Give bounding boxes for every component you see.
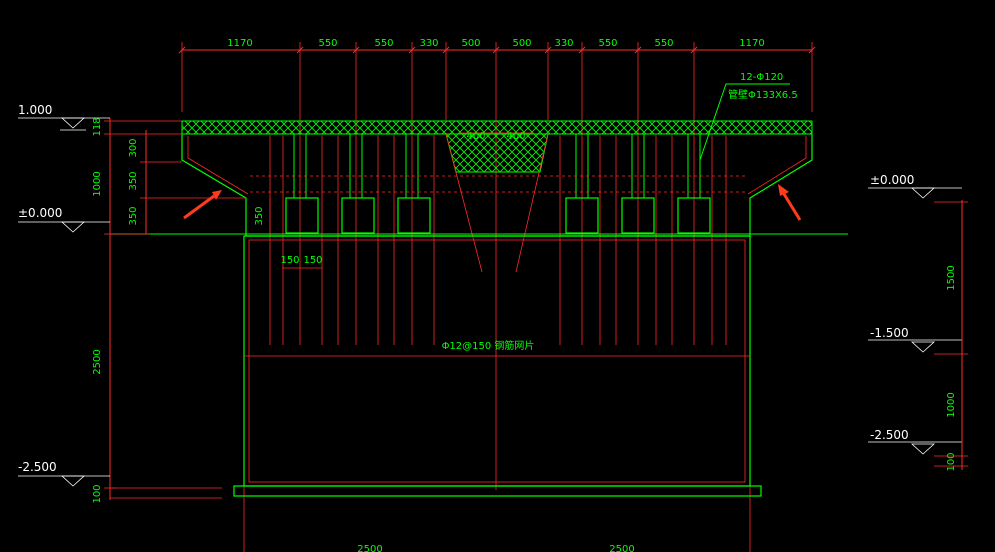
width-dim-2: 150 <box>303 255 322 266</box>
level-marker-right-2: -1.500 <box>868 326 962 353</box>
top-dim-10: 1170 <box>739 38 764 49</box>
mesh-note: Φ12@150 钢筋网片 <box>442 339 535 352</box>
base-slab <box>233 485 762 497</box>
top-dim-2: 550 <box>318 38 337 49</box>
top-slab-hatch <box>181 120 813 135</box>
top-dim-1: 1170 <box>227 38 252 49</box>
level-text-right-1: ±0.000 <box>870 173 914 187</box>
top-dim-5: 500 <box>461 38 480 49</box>
level-marker-right-3: -2.500 <box>868 428 962 455</box>
left-dim-118: 118 <box>92 117 103 136</box>
top-dim-3: 550 <box>374 38 393 49</box>
vertical-guide-lines <box>181 42 813 552</box>
pipe-note: 管壁Φ133X6.5 <box>728 88 798 101</box>
left-dim-350a: 350 <box>128 171 139 190</box>
level-text-left-2: ±0.000 <box>18 206 62 220</box>
recess-dim-left: 400 <box>466 131 485 142</box>
level-text-right-3: -2.500 <box>870 428 909 442</box>
rebar-dashed <box>250 175 746 193</box>
pile-note-leader: 12-Φ120 管壁Φ133X6.5 <box>699 72 798 161</box>
left-dim-350b: 350 <box>128 206 139 225</box>
foundation-box <box>243 235 751 487</box>
pile-count-note: 12-Φ120 <box>740 72 783 83</box>
top-dim-7: 330 <box>554 38 573 49</box>
left-dim-1000: 1000 <box>92 171 103 196</box>
level-marker-right-1: ±0.000 <box>868 173 962 199</box>
level-marker-left-2: ±0.000 <box>18 206 110 233</box>
pile-columns <box>293 134 701 198</box>
level-text-left-3: -2.500 <box>18 460 57 474</box>
top-dim-9: 550 <box>654 38 673 49</box>
left-dim-2500: 2500 <box>92 349 103 374</box>
level-text-right-2: -1.500 <box>870 326 909 340</box>
left-dimension-chain: 118 300 350 350 1000 2500 100 <box>92 117 246 504</box>
level-text-left-1: 1.000 <box>18 103 52 117</box>
red-arrow-right <box>778 184 802 221</box>
right-dim-1500: 1500 <box>946 265 957 290</box>
left-dim-100: 100 <box>92 484 103 503</box>
bottom-dim-2: 2500 <box>609 544 634 552</box>
top-dimension-chain: 1170 550 550 330 500 500 330 550 550 117… <box>178 38 816 54</box>
bottom-dimension-chain: 2500 2500 <box>357 544 634 552</box>
right-dim-100: 100 <box>946 452 957 471</box>
center-recess <box>445 133 549 173</box>
left-dim-300: 300 <box>128 138 139 157</box>
recess-dim-right: 400 <box>506 131 525 142</box>
right-dimension-chain: 1500 1000 100 <box>934 200 968 472</box>
width-dim-1: 150 <box>280 255 299 266</box>
top-dim-8: 550 <box>598 38 617 49</box>
bottom-dim-1: 2500 <box>357 544 382 552</box>
right-dim-1000: 1000 <box>946 392 957 417</box>
level-marker-left-1: 1.000 <box>18 103 110 131</box>
top-dim-4: 330 <box>419 38 438 49</box>
pile-heads <box>285 197 711 234</box>
level-marker-left-3: -2.500 <box>18 460 110 487</box>
red-arrow-left <box>183 190 222 220</box>
top-dim-6: 500 <box>512 38 531 49</box>
beam-height-dim: 350 <box>254 206 265 225</box>
